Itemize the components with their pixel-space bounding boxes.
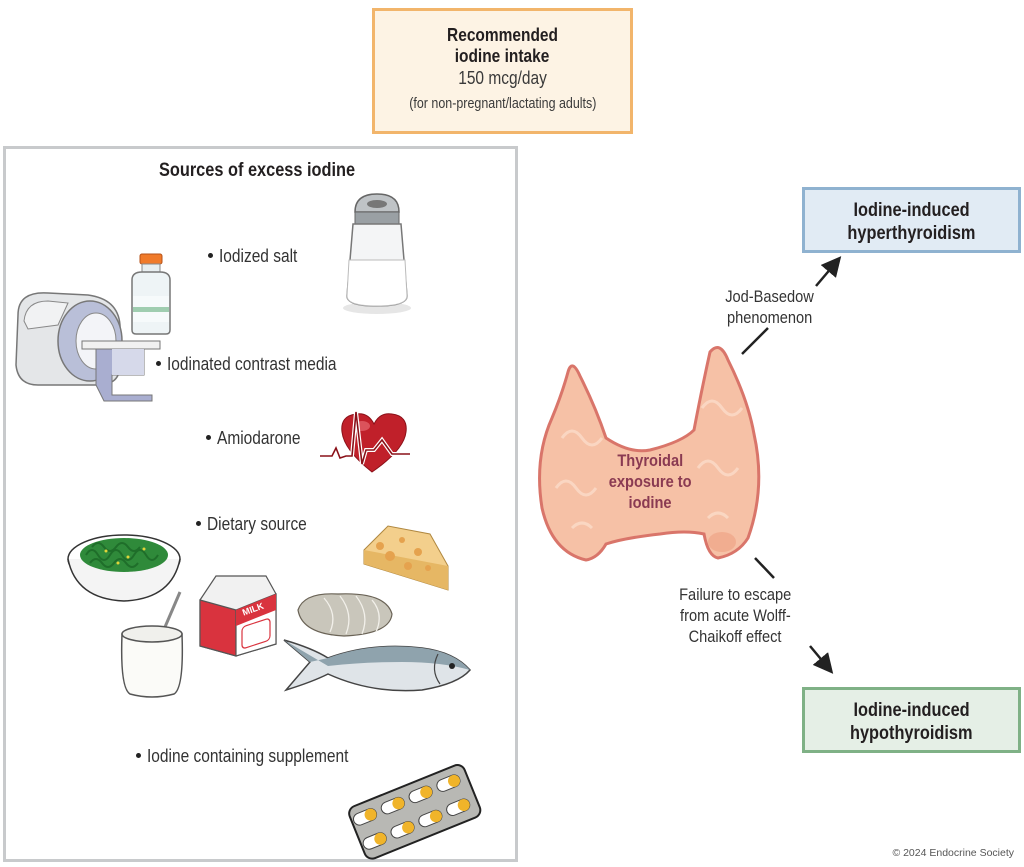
intake-title-line1: Recommended	[447, 25, 558, 45]
hypothyroidism-box: Iodine-induced hypothyroidism	[802, 687, 1021, 753]
intake-amount: 150 mcg/day	[458, 68, 547, 88]
milk-carton-icon: MILK	[199, 575, 277, 657]
heart-ecg-icon	[320, 411, 410, 473]
thyroid-gland-icon	[538, 346, 761, 562]
wolff-connector-line	[754, 557, 775, 579]
source-item-amiodarone: Amiodarone	[206, 428, 314, 449]
intake-title-line2: iodine intake	[455, 46, 550, 66]
seaweed-bowl-icon	[67, 534, 181, 602]
source-item-contrast-media: Iodinated contrast media	[156, 354, 364, 375]
hyperthyroidism-box: Iodine-induced hyperthyroidism	[802, 187, 1021, 253]
intake-note: (for non-pregnant/lactating adults)	[408, 96, 597, 112]
sources-title: Sources of excess iodine	[159, 160, 356, 181]
jod-connector-line	[741, 327, 769, 355]
salt-shaker-icon	[343, 193, 411, 314]
contrast-vial-icon	[131, 253, 171, 335]
source-item-supplement: Iodine containing supplement	[136, 746, 381, 767]
ct-scanner-icon	[15, 292, 161, 402]
wolff-chaikoff-label: Failure to escape from acute Wolff- Chai…	[678, 585, 792, 646]
source-item-iodized-salt: Iodized salt	[208, 246, 310, 267]
sources-panel	[3, 146, 518, 862]
thyroid-exposure-label: Thyroidal exposure to iodine	[608, 451, 692, 512]
source-item-dietary: Dietary source	[196, 514, 323, 535]
pill-blister-icon	[348, 764, 482, 860]
jod-basedow-label: Jod-Basedow phenomenon	[725, 287, 815, 327]
cheese-icon	[363, 525, 449, 591]
hyper-arrow	[815, 256, 842, 287]
fish-icon	[283, 639, 471, 692]
hypo-arrow	[809, 645, 834, 674]
recommended-intake-box: Recommended iodine intake 150 mcg/day (f…	[372, 8, 633, 134]
copyright-notice: © 2024 Endocrine Society	[892, 847, 1014, 859]
yogurt-cup-icon	[120, 591, 184, 698]
oyster-icon	[297, 593, 393, 637]
